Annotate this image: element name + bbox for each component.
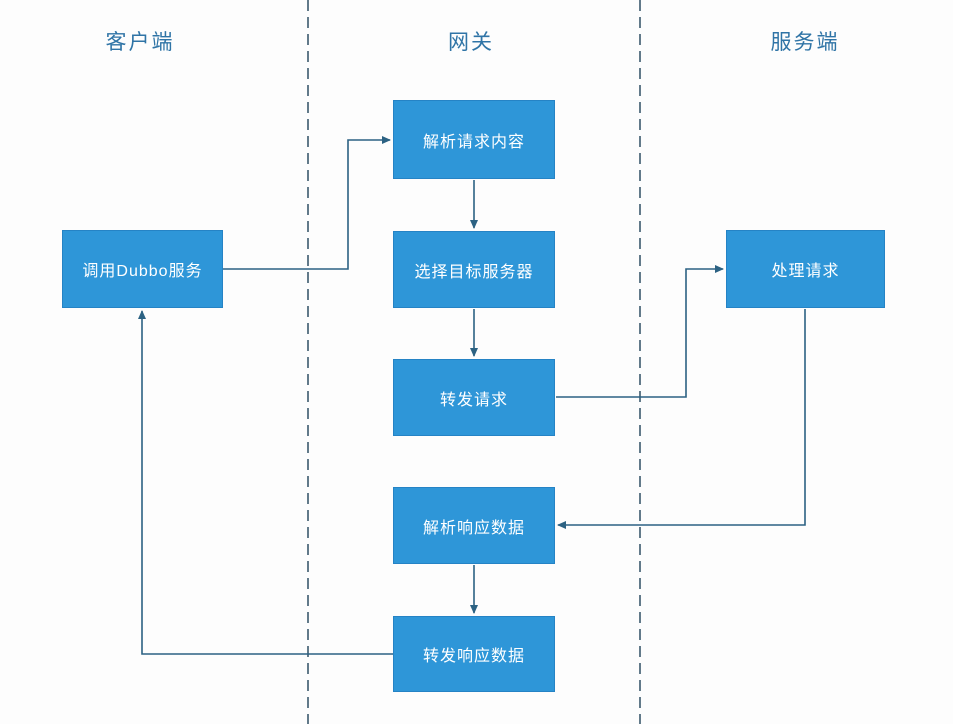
edge-handle-request-to-parse-response <box>557 309 806 529</box>
edge-call-to-parse-request <box>223 136 391 270</box>
node-parse-response-data: 解析响应数据 <box>393 487 555 564</box>
node-select-target-server: 选择目标服务器 <box>393 231 555 308</box>
lane-header-gateway: 网关 <box>448 31 494 54</box>
edge-forward-request-to-handle-request <box>556 265 724 398</box>
node-forward-request: 转发请求 <box>393 359 555 436</box>
node-call-dubbo-service: 调用Dubbo服务 <box>62 230 223 308</box>
node-handle-request: 处理请求 <box>726 230 885 308</box>
lane-header-server: 服务端 <box>770 31 840 54</box>
lane-header-client: 客户端 <box>105 31 175 54</box>
edge-forward-response-to-call-dubbo <box>138 310 393 655</box>
node-forward-response-data: 转发响应数据 <box>393 616 555 692</box>
node-parse-request-content: 解析请求内容 <box>393 100 555 179</box>
